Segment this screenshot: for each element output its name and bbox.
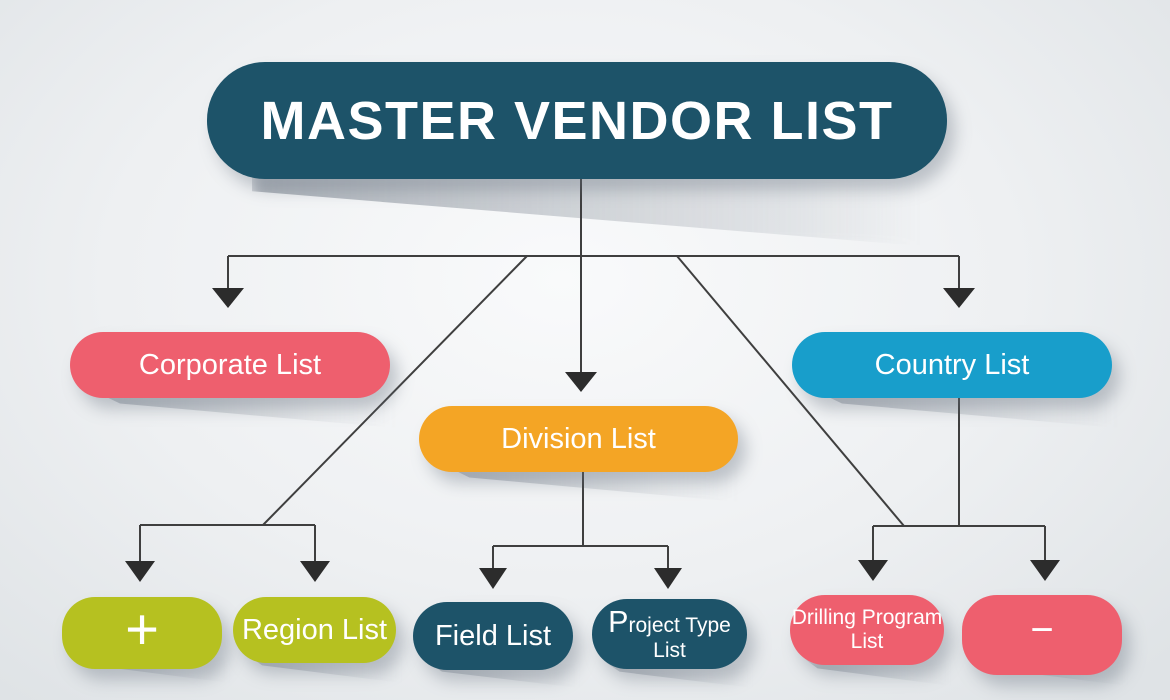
arrowhead-add [125,561,155,582]
node-region-list: Region List [233,597,396,663]
arrowhead-country [943,288,975,308]
node-master-vendor-list: MASTER VENDOR LIST [207,62,947,179]
arrowhead-division [565,372,597,392]
drilling-line1: Drilling Program [791,606,943,630]
arrowhead-remove [1030,560,1060,581]
node-master-vendor-list-label: MASTER VENDOR LIST [260,90,894,151]
plus-icon: + [125,597,159,662]
connector-diagonal-right [676,255,905,527]
arrowhead-project [654,568,682,589]
node-division-list: Division List [419,406,738,472]
arrowhead-drilling [858,560,888,581]
node-drilling-program-list-label: Drilling Program List [792,606,943,653]
arrowhead-corporate [212,288,244,308]
node-corporate-list: Corporate List [70,332,390,398]
node-country-list: Country List [792,332,1112,398]
node-region-list-label: Region List [241,613,388,646]
node-field-list-label: Field List [434,619,552,652]
node-remove: − [962,595,1122,675]
minus-icon: − [1030,608,1054,652]
node-country-list-label: Country List [874,348,1030,381]
node-project-type-list-label: Project Type List [608,605,731,663]
project-type-line2: List [653,639,686,663]
node-division-list-label: Division List [501,422,656,455]
node-corporate-list-label: Corporate List [138,348,322,381]
arrowheads [125,288,1060,589]
node-project-type-list: Project Type List [592,599,747,669]
arrowhead-region [300,561,330,582]
connector-diagonal-left [262,255,528,526]
arrowhead-field [479,568,507,589]
drilling-line2: List [850,630,884,653]
node-drilling-program-list: Drilling Program List [790,595,944,665]
project-type-line1: Project Type [608,605,731,640]
node-field-list: Field List [413,602,573,670]
node-add: + [62,597,222,669]
